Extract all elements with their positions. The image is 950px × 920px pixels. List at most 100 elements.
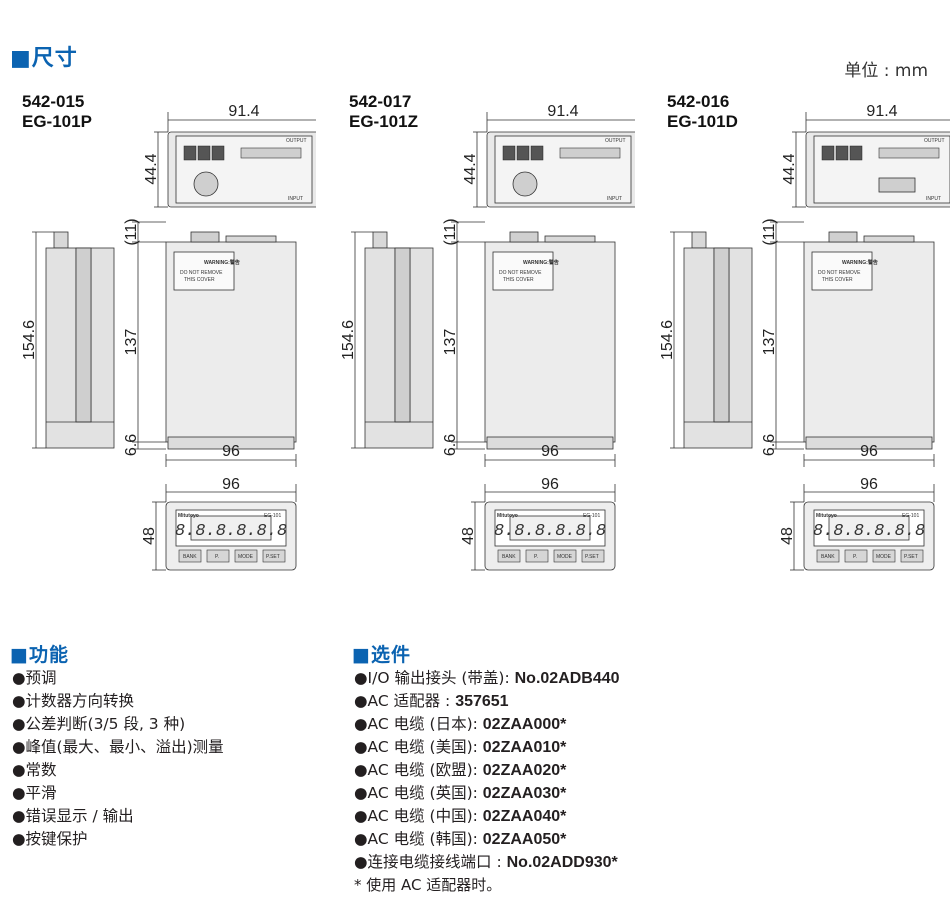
option-code: 02ZAA000* [482,716,567,733]
brand-label: Mitutoyo [497,513,518,519]
model-drawing-3: 91.4 44.4 154.6 (11) 137 6.6 96 96 48 WA… [654,92,950,582]
round-connector [193,171,219,197]
round-connector [512,171,538,197]
option-label: ●连接电缆接线端口 : [354,853,507,871]
dim-width: 91.4 [228,103,259,120]
list-item: ●AC 电缆 (韩国): 02ZAA050* [354,828,620,851]
option-code: 02ZAA020* [482,762,567,779]
option-label: ●AC 电缆 (日本): [354,715,483,733]
do-not-remove-label: DO NOT REMOVE [499,270,542,276]
option-code: 02ZAA050* [482,831,567,848]
dim-base: 6.6 [123,434,140,456]
button-label: P. [215,554,219,560]
option-code: 02ZAA030* [482,785,567,802]
model-badge: EG-101 [902,513,919,519]
option-label: ●AC 电缆 (欧盟): [354,761,483,779]
list-item: ●连接电缆接线端口 : No.02ADD930* [354,851,620,874]
option-code: No.02ADD930* [506,854,618,871]
dim-conn: (11) [123,218,140,245]
brand-label: Mitutoyo [178,513,199,519]
unit-label: 单位 : mm [844,61,928,81]
model-badge: EG-101 [264,513,281,519]
dim-side-total: 154.6 [659,320,676,360]
list-item: ●AC 电缆 (美国): 02ZAA010* [354,736,620,759]
model-label-2: 542-017 EG-101Z [349,92,418,132]
model-name: EG-101D [667,112,738,131]
list-item: ●计数器方向转换 [12,692,135,710]
do-not-remove-label: DO NOT REMOVE [180,270,223,276]
model-drawing-1: 91.4 44.4 154.6 (11) 137 6.6 96 96 48 WA… [16,92,316,582]
model-name: EG-101Z [349,112,418,131]
dim-body: 137 [442,329,459,356]
button-label: BANK [502,554,516,560]
dim-side-total: 154.6 [340,320,357,360]
dim-front-height: 48 [141,527,158,545]
display-digits: 8.8.8.8.8.8 [175,522,287,541]
dim-conn: (11) [761,218,778,245]
button-label: P.SET [266,554,280,560]
dim-width: 91.4 [547,103,578,120]
warning-label: WARNING:警告 [523,259,559,266]
dim-body: 137 [761,329,778,356]
dim-front-width: 96 [541,476,559,493]
dsub-connector [878,177,916,193]
option-label: ●AC 适配器 : [354,692,456,710]
list-item: ●AC 电缆 (日本): 02ZAA000* [354,713,620,736]
dim-front-width: 96 [860,476,878,493]
option-label: ●AC 电缆 (美国): [354,738,483,756]
list-item: ●峰值(最大、最小、溢出)测量 [12,738,224,756]
input-label: INPUT [607,196,622,202]
option-note: * 使用 AC 适配器时。 [354,876,502,894]
button-label: BANK [183,554,197,560]
option-label: ●AC 电缆 (中国): [354,807,483,825]
model-label-1: 542-015 EG-101P [22,92,92,132]
display-digits: 8.8.8.8.8.8 [494,522,606,541]
functions-list: ●预调 ●计数器方向转换 ●公差判断(3/5 段, 3 种) ●峰值(最大、最小… [12,667,224,851]
output-label: OUTPUT [286,138,307,144]
list-item: ●I/O 输出接头 (带盖): No.02ADB440 [354,667,620,690]
dim-height-top: 44.4 [462,153,479,184]
list-item: ●AC 适配器 : 357651 [354,690,620,713]
dim-front-height: 48 [779,527,796,545]
dim-height-top: 44.4 [143,153,160,184]
model-badge: EG-101 [583,513,600,519]
button-label: BANK [821,554,835,560]
this-cover-label: THIS COVER [822,277,853,283]
list-item: ●平滑 [12,784,57,802]
option-code: 02ZAA010* [482,739,567,756]
list-item: ●AC 电缆 (欧盟): 02ZAA020* [354,759,620,782]
output-label: OUTPUT [605,138,626,144]
button-label: MODE [876,554,892,560]
brand-label: Mitutoyo [816,513,837,519]
model-name: EG-101P [22,112,92,131]
input-label: INPUT [288,196,303,202]
dimensions-title: ■尺寸 [10,46,78,71]
option-label: ●AC 电缆 (英国): [354,784,483,802]
button-label: MODE [238,554,254,560]
list-item: ●错误显示 / 输出 [12,807,134,825]
dim-body: 137 [123,329,140,356]
list-item: ●AC 电缆 (英国): 02ZAA030* [354,782,620,805]
dim-depth: 96 [541,443,559,460]
button-label: MODE [557,554,573,560]
button-label: P. [534,554,538,560]
dim-depth: 96 [222,443,240,460]
dimension-drawing: 91.4 44.4 154.6 (11) 137 6.6 96 96 48 WA… [340,103,635,571]
dimension-drawing: 91.4 44.4 154.6 (11) 137 6.6 96 96 48 WA… [21,103,316,571]
options-list: ●I/O 输出接头 (带盖): No.02ADB440 ●AC 适配器 : 35… [354,667,620,897]
input-label: INPUT [926,196,941,202]
model-code: 542-015 [22,92,85,111]
list-item: ●公差判断(3/5 段, 3 种) [12,715,186,733]
this-cover-label: THIS COVER [184,277,215,283]
dim-depth: 96 [860,443,878,460]
dim-front-height: 48 [460,527,477,545]
list-item: ●按键保护 [12,830,88,848]
output-label: OUTPUT [924,138,945,144]
model-drawing-2: 91.4 44.4 154.6 (11) 137 6.6 96 96 48 WA… [335,92,635,582]
list-item: ●常数 [12,761,57,779]
options-title: ■选件 [352,644,411,666]
dim-side-total: 154.6 [21,320,38,360]
dim-height-top: 44.4 [781,153,798,184]
option-code: 357651 [455,693,509,710]
button-label: P.SET [904,554,918,560]
